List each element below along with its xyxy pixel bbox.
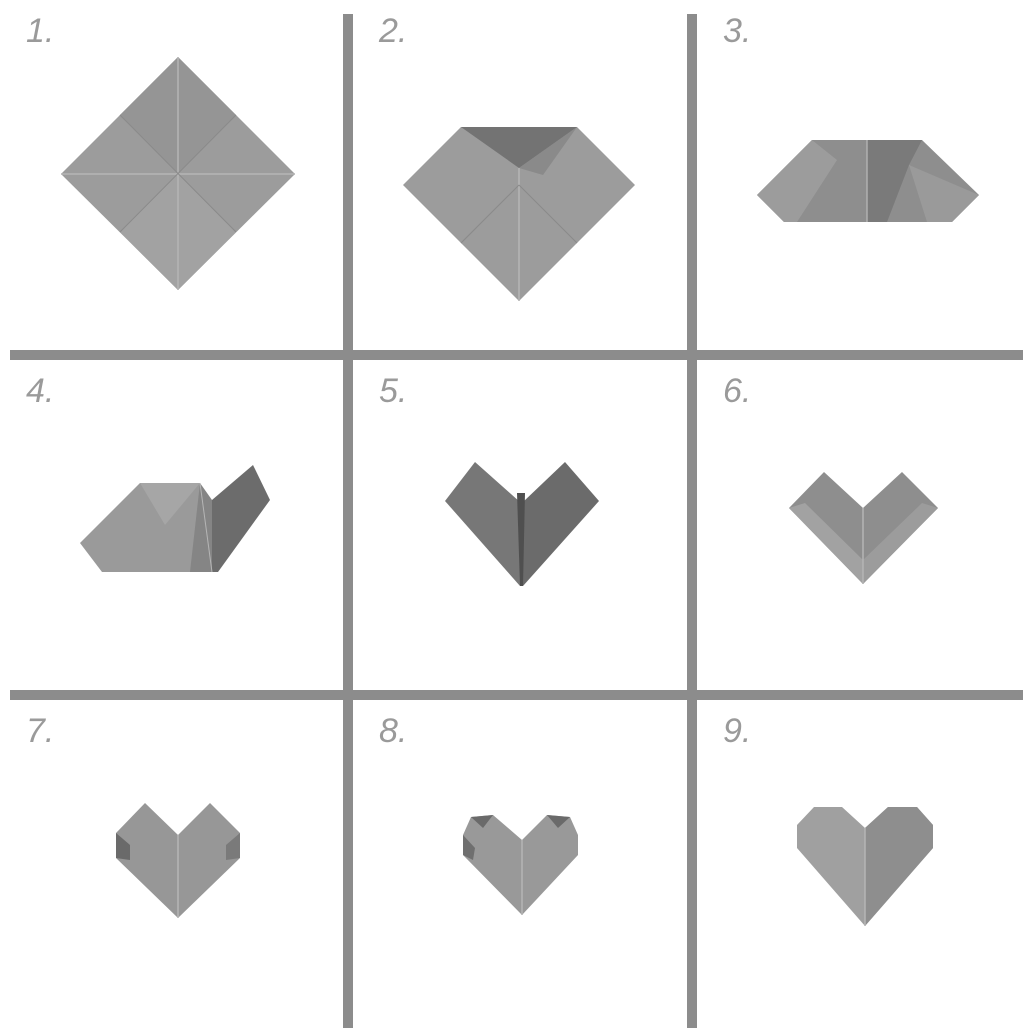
divider-vertical-1 (343, 14, 353, 1028)
folded-paper-heart-corners (353, 700, 687, 1028)
step-panel-3: 3. (697, 0, 1023, 350)
folded-paper-v-shape (353, 360, 687, 690)
step-panel-2: 2. (353, 0, 687, 350)
step-panel-4: 4. (0, 360, 343, 690)
folded-paper-side-lifted (0, 360, 343, 690)
step-panel-1: 1. (0, 0, 343, 350)
divider-horizontal-1 (10, 350, 1023, 360)
divider-horizontal-2 (10, 690, 1023, 700)
step-panel-6: 6. (697, 360, 1023, 690)
folded-paper-heart-finished (697, 700, 1023, 1028)
folded-paper-top-folded-down (353, 0, 687, 350)
divider-vertical-2 (687, 14, 697, 1028)
folded-paper-heart-small (0, 700, 343, 1028)
folded-paper-trapezoid (697, 0, 1023, 350)
step-panel-8: 8. (353, 700, 687, 1028)
folded-paper-square-diamond (0, 0, 343, 350)
step-panel-7: 7. (0, 700, 343, 1028)
step-panel-5: 5. (353, 360, 687, 690)
step-panel-9: 9. (697, 700, 1023, 1028)
folded-paper-heart-forming (697, 360, 1023, 690)
